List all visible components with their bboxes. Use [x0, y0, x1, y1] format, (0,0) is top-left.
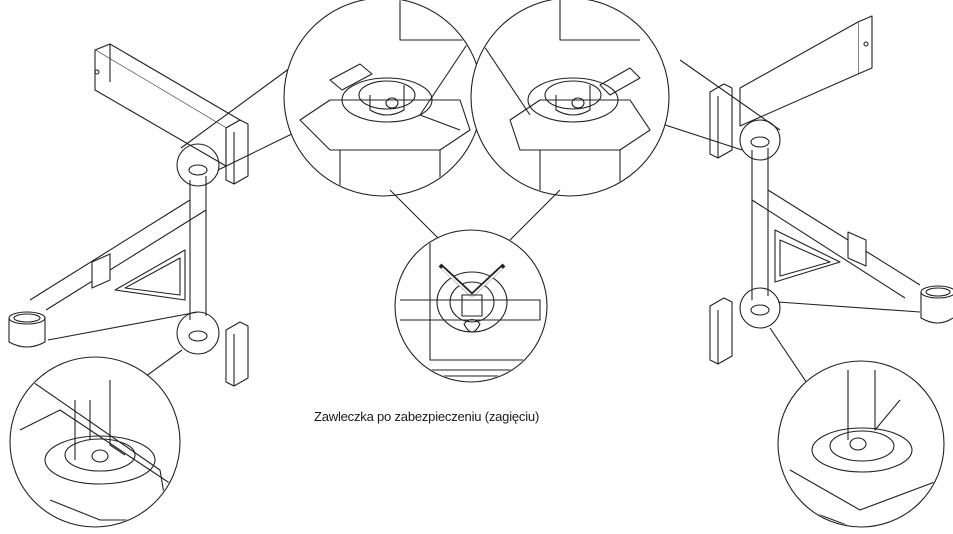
left-bracket-assembly — [8, 43, 301, 396]
detail-top-right — [470, 0, 670, 197]
detail-bottom-left — [9, 356, 181, 528]
detail-bottom-right — [777, 360, 945, 528]
right-bracket-assembly — [649, 15, 953, 396]
detail-top-left — [283, 0, 483, 197]
detail-center — [389, 189, 561, 383]
caption-text: Zawleczka po zabezpieczeniu (zagięciu) — [314, 409, 540, 424]
